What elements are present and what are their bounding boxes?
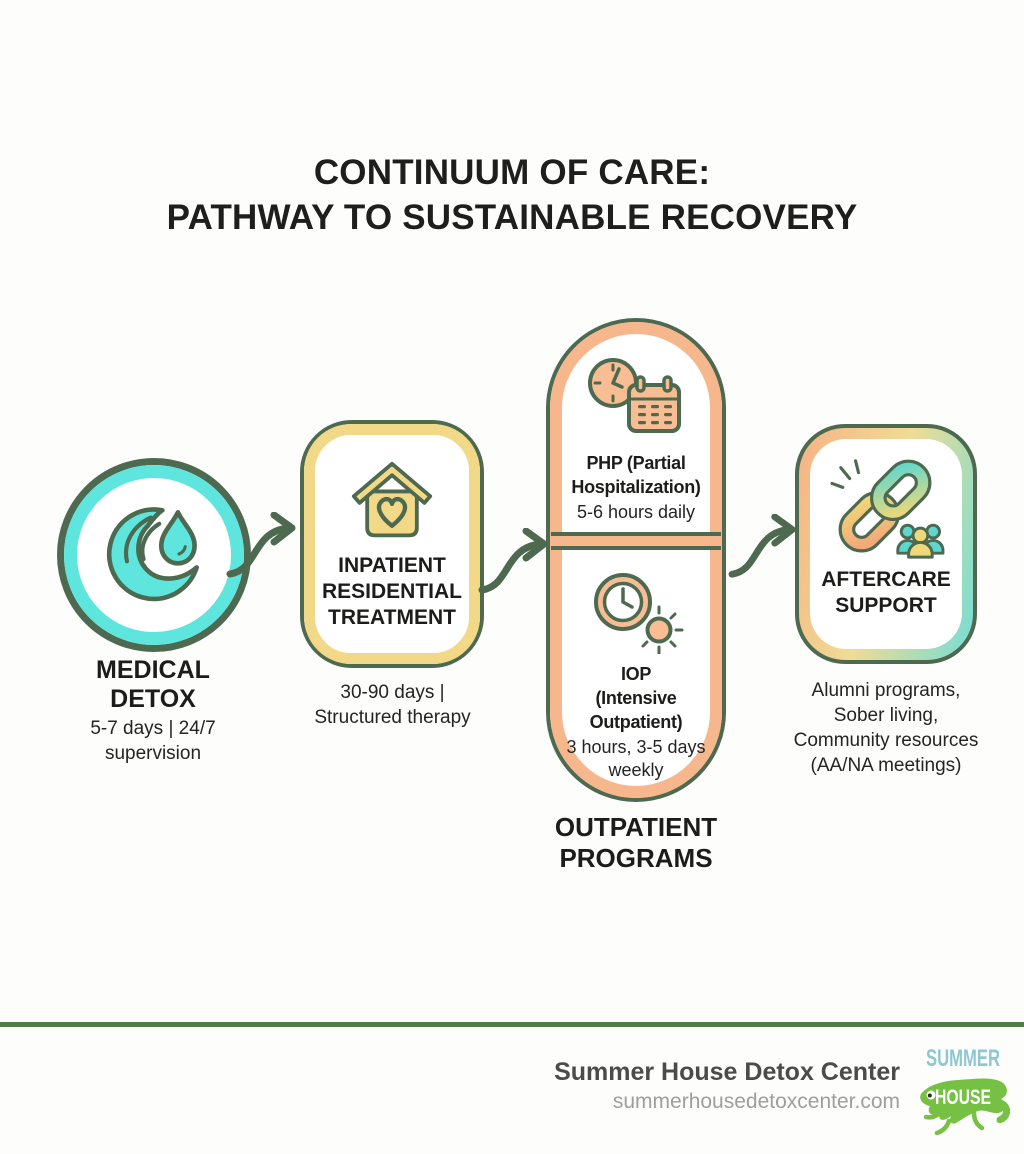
iop-label: IOP (Intensive Outpatient) (589, 664, 683, 732)
water-wave-drop-icon (106, 507, 199, 602)
summer-house-logo: SUMMER HOUSE (920, 1045, 1010, 1136)
logo-text-house: HOUSE (935, 1086, 991, 1109)
inpatient-label: INPATIENT RESIDENTIAL TREATMENT (321, 554, 462, 629)
outpatient-divider (551, 532, 721, 550)
php-label: PHP (Partial Hospitalization) (571, 453, 701, 497)
inpatient-inner: INPATIENT RESIDENTIAL TREATMENT (304, 424, 480, 664)
outpatient-label: OUTPATIENT PROGRAMS (554, 812, 718, 873)
clock-calendar-icon (588, 358, 681, 433)
page-title-line1: CONTINUUM OF CARE: (313, 153, 711, 192)
aftercare-detail: Alumni programs, Sober living, Community… (793, 680, 979, 776)
arrow-detox-to-inpatient (226, 512, 296, 578)
aftercare-node: AFTERCARE SUPPORT (795, 424, 977, 664)
php-detail: 5-6 hours daily (576, 502, 696, 522)
medical-detox-node (57, 458, 251, 652)
clock-sun-icon (594, 573, 684, 654)
inpatient-detail: 30-90 days | Structured therapy (314, 682, 471, 728)
medical-detox-detail: 5-7 days | 24/7 supervision (90, 718, 216, 764)
aftercare-inner: AFTERCARE SUPPORT (810, 439, 962, 649)
footer-website[interactable]: summerhousedetoxcenter.com (612, 1090, 900, 1113)
page-title-line2: PATHWAY TO SUSTAINABLE RECOVERY (166, 198, 858, 237)
logo-text-summer: SUMMER (926, 1045, 1000, 1072)
house-heart-icon (351, 461, 433, 538)
footer-company-name: Summer House Detox Center (554, 1058, 900, 1086)
iop-section: IOP (Intensive Outpatient) 3 hours, 3-5 … (550, 558, 722, 798)
arrow-outpatient-to-aftercare (728, 514, 796, 578)
chain-link-people-icon (830, 459, 945, 559)
iop-detail: 3 hours, 3-5 days weekly (566, 737, 706, 780)
arrow-inpatient-to-outpatient (478, 528, 548, 594)
php-section: PHP (Partial Hospitalization) 5-6 hours … (550, 322, 722, 532)
page-title: CONTINUUM OF CARE: PATHWAY TO SUSTAINABL… (0, 150, 1024, 240)
inpatient-node: INPATIENT RESIDENTIAL TREATMENT (300, 420, 484, 668)
medical-detox-label: MEDICAL DETOX (96, 656, 210, 713)
aftercare-label: AFTERCARE SUPPORT (821, 568, 951, 617)
outpatient-node: PHP (Partial Hospitalization) 5-6 hours … (546, 318, 726, 802)
footer-divider (0, 1022, 1024, 1027)
gecko-graphic (920, 1078, 1010, 1136)
